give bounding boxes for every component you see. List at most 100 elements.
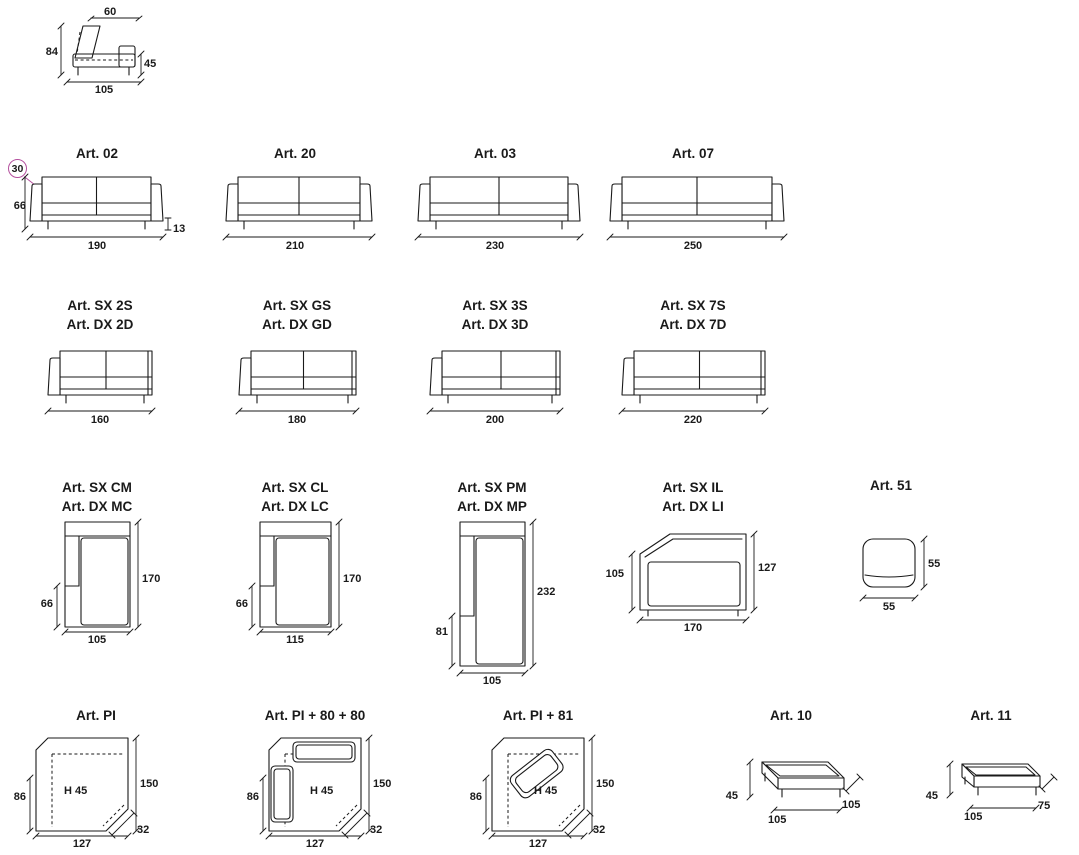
label-sx: Art. SX CL (261, 480, 329, 495)
dim-width-105: 105 (482, 675, 502, 687)
dim-depth-105: 105 (842, 799, 861, 811)
art-label-pi81: Art. PI + 81 (502, 708, 574, 723)
drawing-art-03 (410, 172, 588, 244)
drawing-art-20 (218, 172, 380, 244)
art-label-pi8080: Art. PI + 80 + 80 (264, 708, 366, 723)
dim-right-55: 55 (928, 558, 941, 570)
sofa-side-profile-drawing (55, 15, 165, 96)
dim-left-66: 66 (235, 598, 248, 610)
drawing-art-02 (21, 172, 192, 244)
dim-left-105: 105 (605, 568, 624, 580)
art-label-sx7s: Art. SX 7S Art. DX 7D (660, 296, 727, 334)
dim-leg-13: 13 (173, 223, 186, 235)
drawing-art-10 (740, 756, 865, 831)
label-dx: Art. DX LC (261, 499, 329, 514)
art-label-11: Art. 11 (970, 708, 1012, 723)
dim-depth-170: 170 (142, 573, 161, 585)
drawing-art-sxcl (240, 518, 346, 653)
drawing-art-sxil (626, 526, 771, 626)
dim-inner-h45: H 45 (534, 785, 558, 797)
drawing-art-11 (940, 756, 1065, 831)
drawing-art-pi81 (482, 734, 632, 854)
art-label-51: Art. 51 (869, 478, 913, 493)
art-label-10: Art. 10 (769, 708, 813, 723)
dim-diag-32: 32 (137, 824, 150, 836)
side-dim-right: 45 (144, 58, 157, 70)
dim-height-45: 45 (925, 790, 938, 802)
drawing-art-pi (26, 734, 176, 854)
label-dx: Art. DX 7D (659, 317, 727, 332)
art-label-sxcl: Art. SX CL Art. DX LC (261, 478, 329, 516)
dim-depth-232: 232 (537, 586, 556, 598)
label-sx: Art. SX 2S (67, 298, 133, 313)
dim-depth-170: 170 (343, 573, 362, 585)
back-height-note: 30 (8, 159, 27, 178)
dim-left-86: 86 (246, 791, 259, 803)
label-dx: Art. DX 2D (66, 317, 134, 332)
dim-right-127: 127 (758, 562, 777, 574)
dim-width-127: 127 (72, 838, 92, 850)
drawing-art-sx3s (422, 346, 568, 418)
dim-width-160: 160 (90, 414, 110, 426)
art-label-02: Art. 02 (75, 146, 119, 161)
drawing-art-sxpm (440, 518, 540, 690)
art-label-sxpm: Art. SX PM Art. DX MP (457, 478, 527, 516)
label-dx: Art. DX MC (61, 499, 133, 514)
dim-diag-32: 32 (370, 824, 383, 836)
drawing-art-sxcm (45, 518, 145, 653)
label-sx: Art. SX GS (262, 298, 332, 313)
art-label-sxcm: Art. SX CM Art. DX MC (62, 478, 133, 516)
drawing-art-sx7s (614, 346, 773, 418)
dim-width-210: 210 (285, 240, 305, 252)
dim-left-81: 81 (435, 626, 448, 638)
dim-width-55: 55 (882, 601, 896, 613)
art-label-20: Art. 20 (273, 146, 317, 161)
dim-diag-32: 32 (593, 824, 606, 836)
dim-width-250: 250 (683, 240, 703, 252)
drawing-art-07 (602, 172, 792, 244)
label-dx: Art. DX MP (457, 499, 527, 514)
label-sx: Art. SX PM (457, 480, 527, 495)
dim-right-150: 150 (140, 778, 159, 790)
drawing-art-sx2s (40, 346, 160, 418)
dim-width-220: 220 (683, 414, 703, 426)
dim-width-127: 127 (305, 838, 325, 850)
dim-width-105: 105 (768, 814, 787, 826)
dim-left-66: 66 (40, 598, 53, 610)
dim-inner-h45: H 45 (310, 785, 334, 797)
art-label-sx3s: Art. SX 3S Art. DX 3D (462, 296, 529, 334)
dim-right-150: 150 (596, 778, 615, 790)
dim-inner-h45: H 45 (64, 785, 88, 797)
label-sx: Art. SX 3S (462, 298, 528, 313)
label-sx: Art. SX 7S (660, 298, 726, 313)
dim-width-200: 200 (485, 414, 505, 426)
art-label-sxil: Art. SX IL Art. DX LI (662, 478, 724, 516)
label-sx: Art. SX IL (662, 480, 724, 495)
dim-width-180: 180 (287, 414, 307, 426)
dim-depth-75: 75 (1038, 800, 1051, 812)
label-dx: Art. DX 3D (461, 317, 529, 332)
dim-left-86: 86 (469, 791, 482, 803)
drawing-art-pi8080 (259, 734, 409, 854)
dim-width-190: 190 (87, 240, 107, 252)
art-label-sxgs: Art. SX GS Art. DX GD (262, 296, 332, 334)
dim-width-230: 230 (485, 240, 505, 252)
side-dim-left: 84 (45, 46, 58, 58)
art-label-pi: Art. PI (76, 708, 116, 723)
dim-height-45: 45 (725, 790, 738, 802)
label-dx: Art. DX GD (262, 317, 332, 332)
dim-width-105: 105 (964, 811, 983, 823)
side-dim-top: 60 (104, 6, 117, 18)
dim-width-115: 115 (286, 634, 304, 646)
dim-height-66: 66 (13, 200, 26, 212)
art-label-sx2s: Art. SX 2S Art. DX 2D (67, 296, 134, 334)
label-dx: Art. DX LI (662, 499, 724, 514)
drawing-art-sxgs (231, 346, 364, 418)
label-sx: Art. SX CM (62, 480, 132, 495)
side-dim-bottom: 105 (94, 84, 114, 96)
dim-width-127: 127 (528, 838, 548, 850)
dim-left-86: 86 (13, 791, 26, 803)
drawing-art-51 (854, 530, 944, 610)
dim-right-150: 150 (373, 778, 392, 790)
